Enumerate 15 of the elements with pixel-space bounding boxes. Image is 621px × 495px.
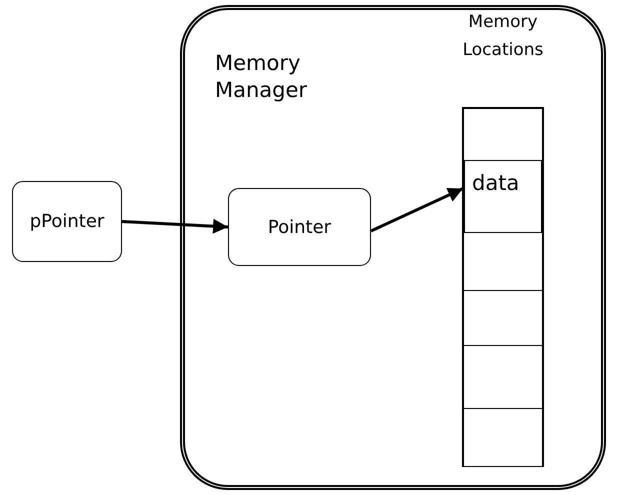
process-box [12, 181, 122, 262]
panel-heading: Memory Manager [215, 50, 308, 104]
cell-label: data [472, 171, 520, 195]
arrow [370, 187, 464, 232]
box-label: Pointer [268, 216, 332, 238]
empty-memory-cell [463, 232, 543, 291]
process-box [228, 188, 371, 266]
empty-memory-cell [463, 408, 543, 467]
empty-memory-cell [463, 290, 543, 346]
empty-memory-cell [463, 108, 543, 161]
manager-panel [180, 5, 606, 490]
empty-memory-cell [463, 345, 543, 409]
column-heading: Memory Locations [462, 11, 544, 62]
arrow [122, 218, 228, 234]
box-label: pPointer [30, 211, 104, 232]
